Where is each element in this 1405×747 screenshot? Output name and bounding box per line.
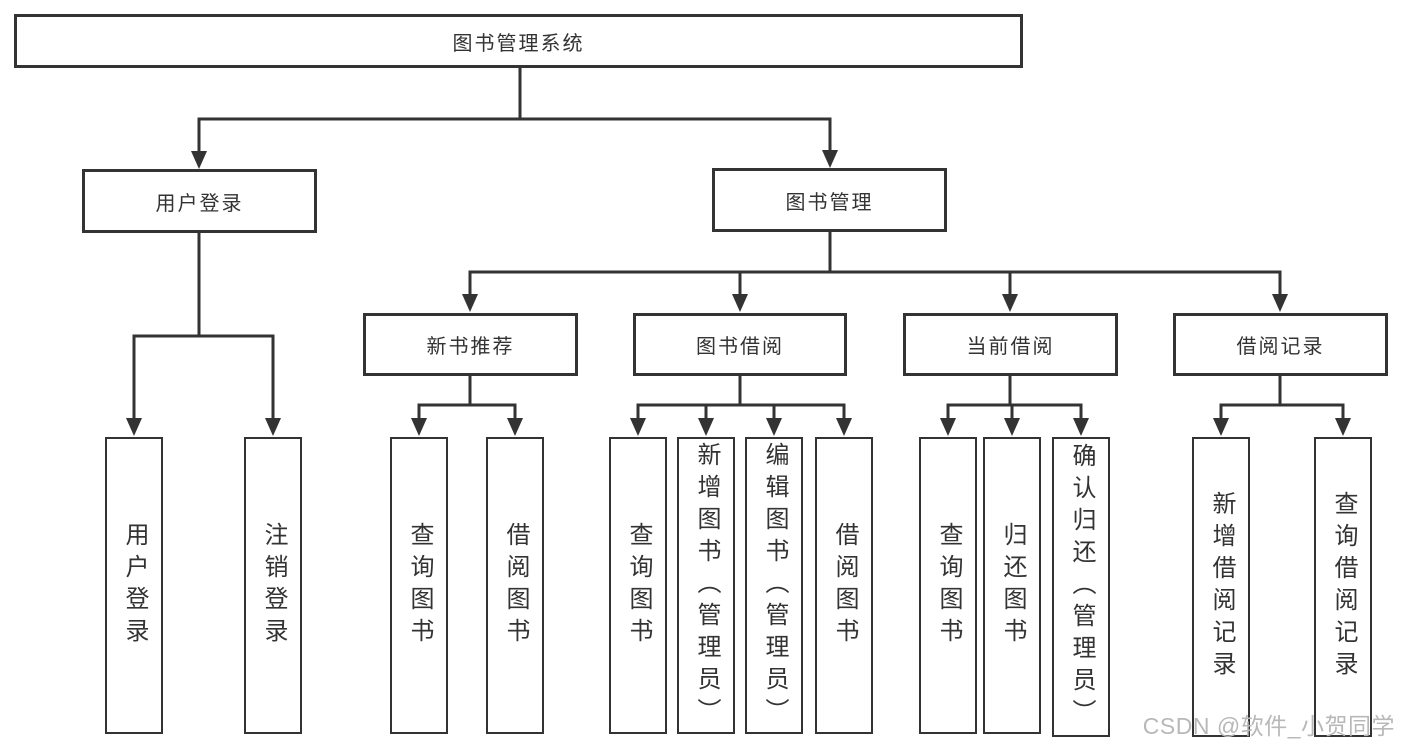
node-book-management: 图书管理 [712, 168, 947, 232]
arrowhead [836, 418, 852, 436]
node-new-book-recommend: 新书推荐 [363, 313, 578, 376]
leaf-logout: 注销登录 [244, 437, 302, 734]
arrowhead [940, 418, 956, 436]
leaf-label: 查询图书 [935, 521, 962, 650]
leaf-label: 查询借阅记录 [1330, 491, 1357, 683]
leaf-current-query-book: 查询图书 [919, 437, 977, 734]
leaf-label: 注销登录 [260, 521, 287, 650]
arrowhead [1002, 294, 1018, 312]
leaf-label: 编辑图书（管理员） [761, 441, 788, 730]
node-book-borrow-label: 图书借阅 [696, 336, 784, 358]
connector-path [132, 68, 1345, 421]
arrowhead [1335, 418, 1351, 436]
leaf-borrow-book: 借阅图书 [815, 437, 873, 734]
leaf-rec-query-book: 查询图书 [390, 437, 448, 734]
csdn-watermark: CSDN @软件_小贺同学 [1142, 713, 1395, 739]
arrowhead [698, 418, 714, 436]
leaf-borrow-query-book: 查询图书 [609, 437, 667, 734]
node-book-management-label: 图书管理 [785, 191, 874, 214]
arrowhead [630, 418, 646, 436]
leaf-label: 查询图书 [625, 521, 652, 650]
leaf-return-book: 归还图书 [983, 437, 1041, 734]
node-borrow-records-label: 借阅记录 [1236, 336, 1325, 358]
node-new-book-recommend-label: 新书推荐 [426, 336, 515, 358]
leaf-label: 归还图书 [999, 521, 1026, 650]
node-user-login-label: 用户登录 [155, 192, 244, 215]
leaf-label: 查询图书 [406, 521, 433, 650]
arrowhead [411, 418, 427, 436]
arrowhead [1272, 294, 1288, 312]
node-book-borrow: 图书借阅 [633, 313, 847, 376]
leaf-label: 确认归还（管理员） [1068, 443, 1095, 731]
node-user-login: 用户登录 [82, 169, 317, 233]
node-root-label: 图书管理系统 [452, 32, 585, 55]
arrowhead [191, 151, 207, 169]
leaf-label: 借阅图书 [831, 521, 858, 650]
leaf-label: 新增图书（管理员） [693, 441, 720, 730]
node-root: 图书管理系统 [14, 14, 1023, 68]
leaf-label: 用户登录 [121, 521, 148, 650]
arrowhead [462, 294, 478, 312]
arrowhead [126, 418, 142, 436]
node-current-borrow-label: 当前借阅 [966, 336, 1055, 358]
leaf-add-borrow-record: 新增借阅记录 [1192, 437, 1250, 737]
leaf-edit-book-admin: 编辑图书（管理员） [745, 437, 803, 734]
leaf-label: 借阅图书 [502, 521, 529, 650]
arrowhead [1213, 418, 1229, 436]
leaf-label: 新增借阅记录 [1208, 491, 1235, 683]
arrowhead [822, 150, 838, 168]
arrowhead [1004, 418, 1020, 436]
arrowhead [732, 294, 748, 312]
leaf-rec-borrow-book: 借阅图书 [486, 437, 544, 734]
node-borrow-records: 借阅记录 [1173, 313, 1388, 376]
leaf-query-borrow-record: 查询借阅记录 [1314, 437, 1372, 737]
arrowhead [265, 418, 281, 436]
arrowhead [766, 418, 782, 436]
leaf-add-book-admin: 新增图书（管理员） [677, 437, 735, 734]
leaf-confirm-return-admin: 确认归还（管理员） [1052, 437, 1110, 737]
arrowhead [507, 418, 523, 436]
node-current-borrow: 当前借阅 [903, 313, 1118, 376]
leaf-user-login: 用户登录 [105, 437, 163, 734]
arrowhead [1073, 418, 1089, 436]
